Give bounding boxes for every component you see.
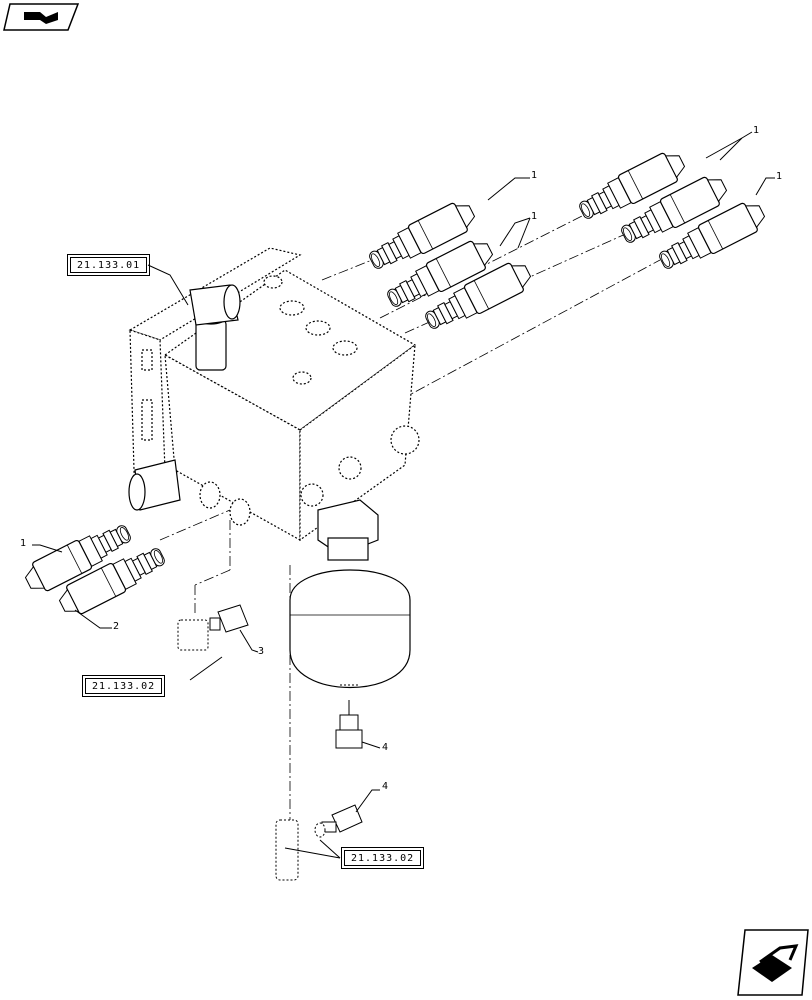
valve-block	[128, 247, 420, 542]
callout-4: 4	[382, 742, 389, 753]
elbow-fitting-left	[128, 459, 181, 511]
reference-box-21-133-01[interactable]: 21.133.01	[66, 254, 151, 276]
elbow-fitting-top	[189, 284, 241, 371]
callout-1: 1	[776, 171, 783, 182]
callout-4: 4	[382, 781, 389, 792]
book-arrow-icon[interactable]	[3, 3, 80, 31]
callout-2: 2	[113, 621, 120, 632]
reference-box-21-133-02-bottom[interactable]: 21.133.02	[340, 847, 425, 869]
accumulator	[289, 499, 411, 688]
callout-1: 1	[20, 538, 27, 549]
callout-1: 1	[531, 211, 538, 222]
box-arrow-icon[interactable]	[737, 929, 809, 996]
callout-1: 1	[531, 170, 538, 181]
reference-box-21-133-02-mid[interactable]: 21.133.02	[81, 675, 166, 697]
pressure-switch-3	[177, 604, 249, 651]
callout-3: 3	[258, 646, 265, 657]
tee-fitting	[275, 819, 326, 881]
callout-1: 1	[753, 125, 760, 136]
pressure-sensor-4a	[335, 700, 363, 749]
pressure-sensor-4b	[321, 804, 363, 833]
